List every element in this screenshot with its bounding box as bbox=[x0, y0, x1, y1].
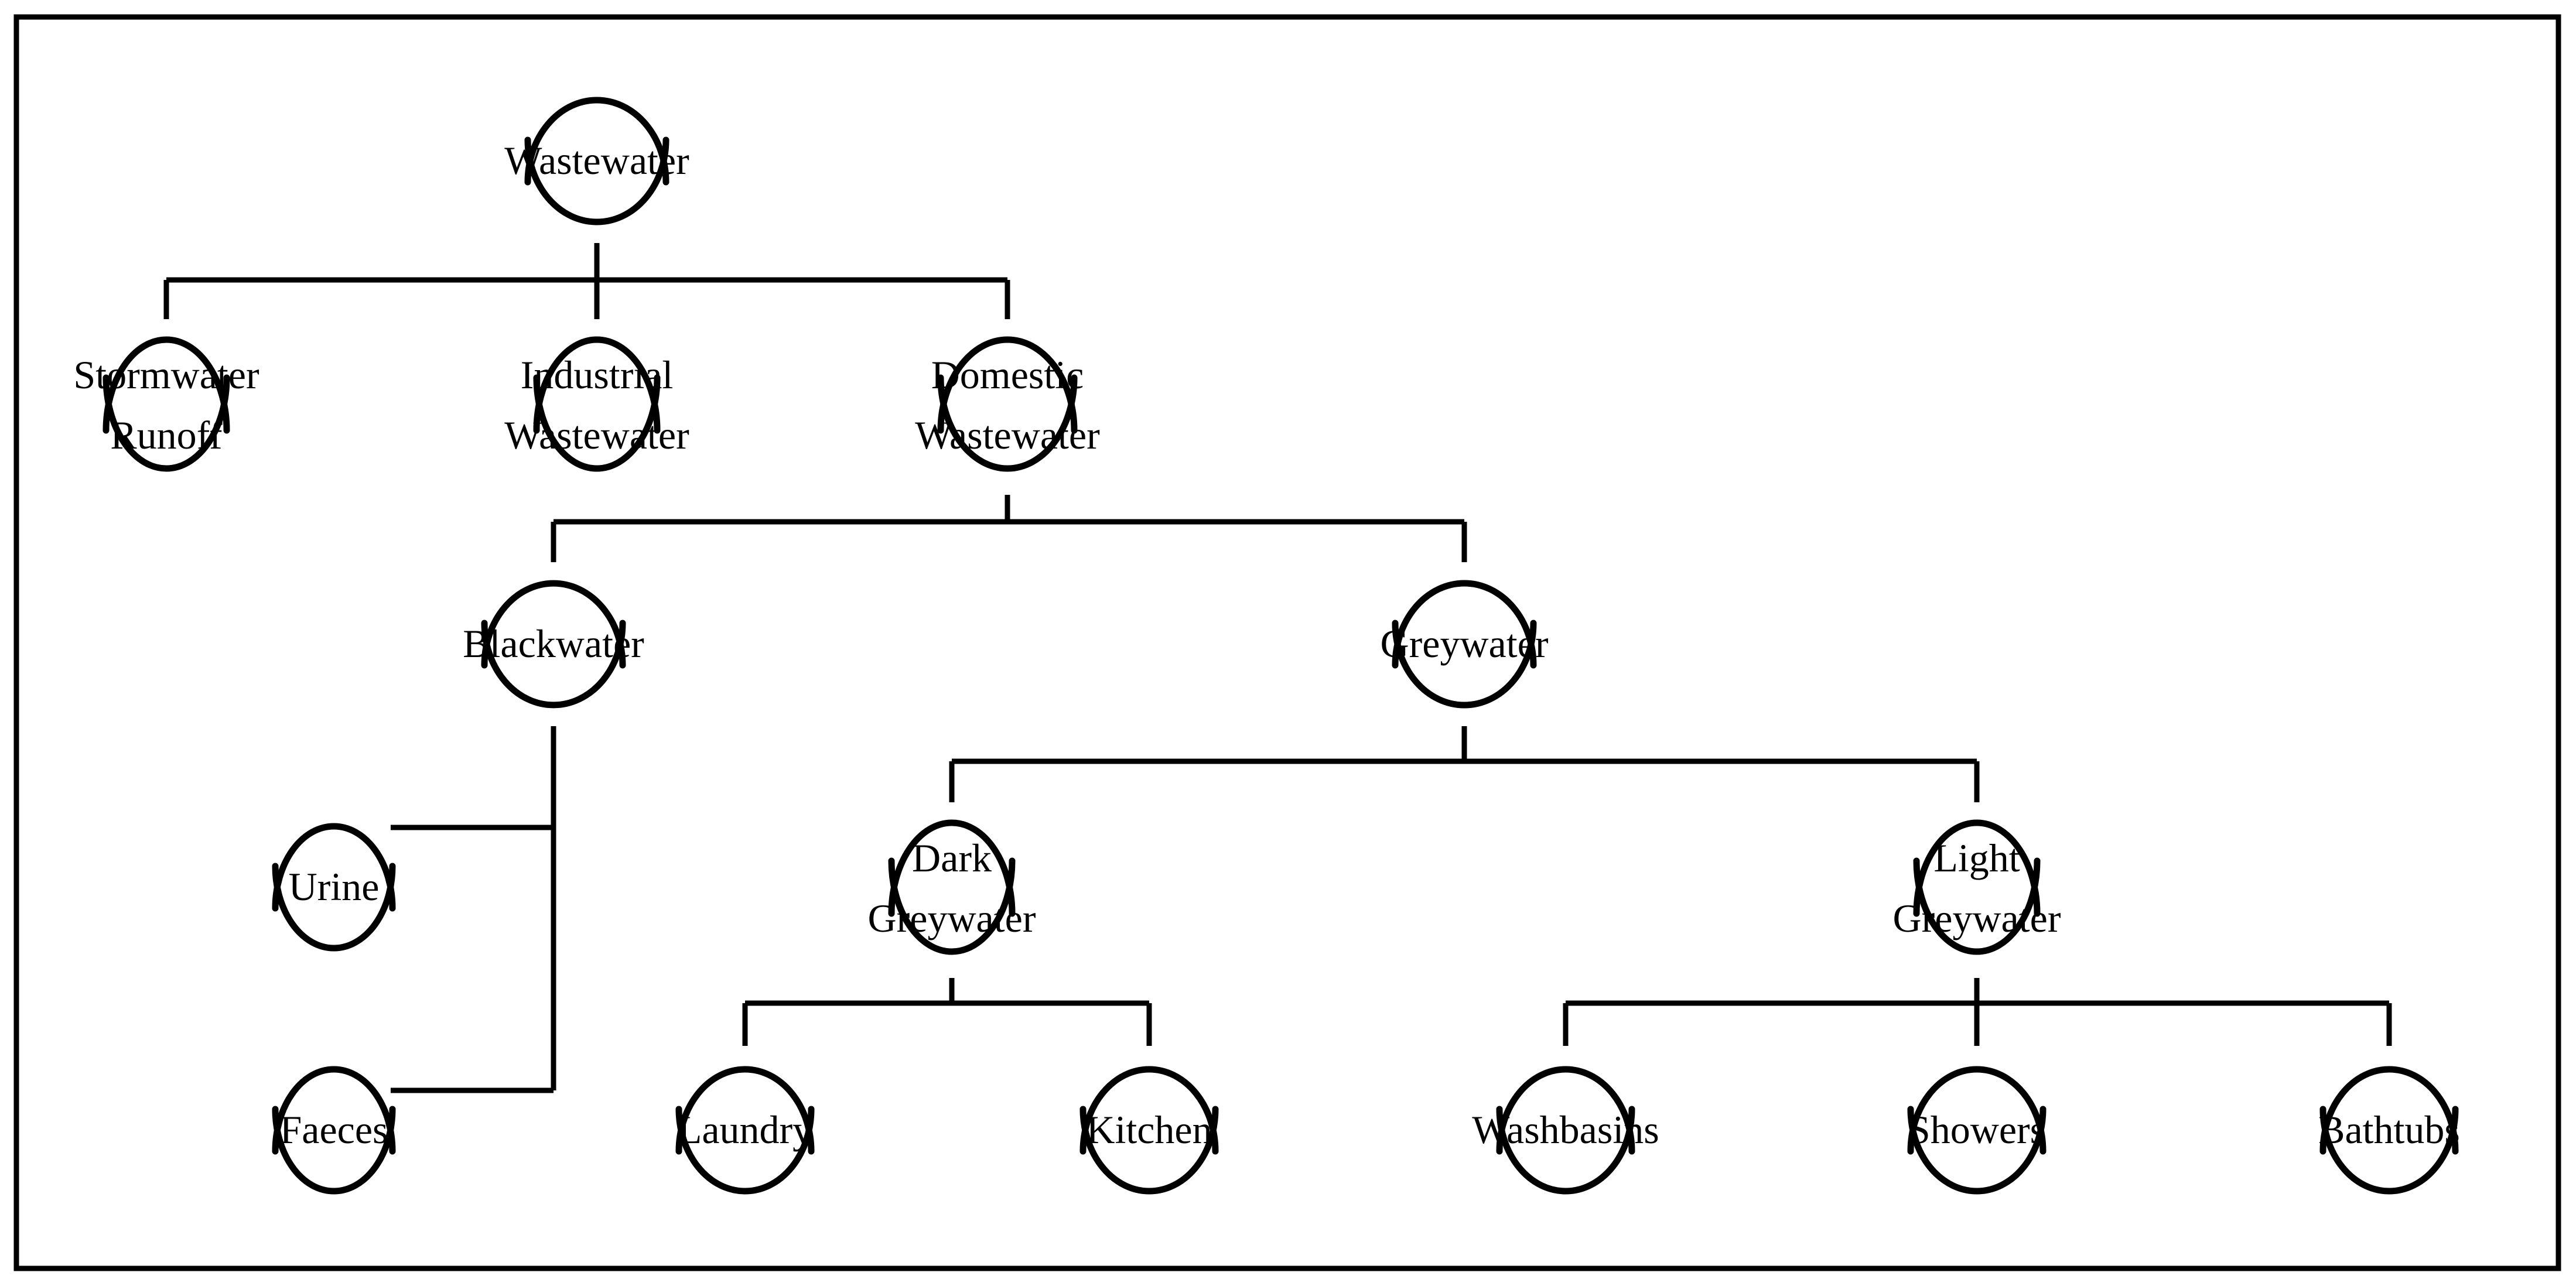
edge-light-greywater-bus bbox=[1563, 978, 2392, 1046]
node-label-showers: Showers bbox=[1908, 1107, 2045, 1152]
node-stormwater-runoff[interactable]: Stormwater Runoff bbox=[73, 336, 259, 472]
node-label-washbasins: Washbasins bbox=[1472, 1107, 1659, 1152]
node-blackwater[interactable]: Blackwater bbox=[463, 580, 644, 709]
edge-wastewater-bus bbox=[163, 243, 1010, 319]
edge-dark-greywater-bus bbox=[742, 978, 1152, 1046]
node-label-kitchen: Kitchen bbox=[1086, 1107, 1212, 1152]
node-kitchen[interactable]: Kitchen bbox=[1079, 1066, 1219, 1195]
node-top-arc bbox=[1907, 1066, 2047, 1155]
node-label-laundry: Laundry bbox=[678, 1107, 812, 1152]
node-bottom-arc bbox=[272, 863, 396, 952]
diagram-frame bbox=[13, 14, 2561, 1271]
node-bottom-arc bbox=[103, 374, 230, 472]
node-bottom-arc bbox=[937, 374, 1078, 472]
node-top-arc bbox=[524, 97, 669, 186]
node-label-light-greywater-line2: Greywater bbox=[1893, 896, 2061, 940]
node-top-arc bbox=[1079, 1066, 1219, 1155]
node-washbasins[interactable]: Washbasins bbox=[1472, 1066, 1659, 1195]
node-label-blackwater: Blackwater bbox=[463, 621, 644, 666]
node-top-arc bbox=[272, 1066, 396, 1155]
node-bottom-arc bbox=[533, 374, 661, 472]
node-label-domestic-line1: Domestic bbox=[931, 353, 1084, 397]
node-label-industrial-line2: Wastewater bbox=[504, 413, 689, 457]
node-top-arc bbox=[1392, 580, 1537, 669]
node-bottom-arc bbox=[1392, 620, 1537, 709]
node-laundry[interactable]: Laundry bbox=[675, 1066, 815, 1195]
node-bathtubs[interactable]: Bathtubs bbox=[2318, 1066, 2460, 1195]
node-showers[interactable]: Showers bbox=[1907, 1066, 2047, 1195]
node-faeces[interactable]: Faeces bbox=[272, 1066, 396, 1195]
node-bottom-arc bbox=[888, 857, 1016, 955]
node-label-greywater: Greywater bbox=[1381, 621, 1549, 666]
node-dark-greywater[interactable]: Dark Greywater bbox=[868, 819, 1036, 955]
node-label-domestic-line2: Wastewater bbox=[915, 413, 1100, 457]
node-label-dark-greywater-line1: Dark bbox=[912, 836, 992, 880]
node-bottom-arc bbox=[1913, 857, 2041, 955]
node-top-arc bbox=[533, 336, 661, 434]
node-top-arc bbox=[675, 1066, 815, 1155]
node-top-arc bbox=[937, 336, 1078, 434]
node-label-light-greywater-line1: Light bbox=[1933, 836, 2020, 880]
node-top-arc bbox=[272, 823, 396, 912]
node-top-arc bbox=[888, 819, 1016, 917]
edge-greywater-bus bbox=[949, 726, 1980, 802]
node-label-urine: Urine bbox=[289, 864, 380, 909]
edge-layer bbox=[163, 243, 2392, 1093]
node-top-arc bbox=[103, 336, 230, 434]
node-urine[interactable]: Urine bbox=[272, 823, 396, 952]
node-bottom-arc bbox=[1907, 1106, 2047, 1195]
node-top-arc bbox=[481, 580, 626, 669]
node-top-arc bbox=[1913, 819, 2041, 917]
node-bottom-arc bbox=[524, 136, 669, 225]
edge-blackwater-urine-faeces bbox=[391, 726, 556, 1093]
node-domestic-wastewater[interactable]: Domestic Wastewater bbox=[915, 336, 1100, 472]
node-bottom-arc bbox=[675, 1106, 815, 1195]
node-bottom-arc bbox=[1079, 1106, 1219, 1195]
node-label-dark-greywater-line2: Greywater bbox=[868, 896, 1036, 940]
node-bottom-arc bbox=[1496, 1106, 1635, 1195]
node-bottom-arc bbox=[481, 620, 626, 709]
node-top-arc bbox=[2319, 1066, 2459, 1155]
node-label-industrial-line1: Industrial bbox=[521, 353, 674, 397]
node-label-wastewater: Wastewater bbox=[504, 138, 689, 183]
node-bottom-arc bbox=[2319, 1106, 2459, 1195]
node-light-greywater[interactable]: Light Greywater bbox=[1893, 819, 2061, 955]
node-top-arc bbox=[1496, 1066, 1635, 1155]
node-bottom-arc bbox=[272, 1106, 396, 1195]
node-label-faeces: Faeces bbox=[279, 1107, 388, 1152]
node-wastewater[interactable]: Wastewater bbox=[504, 97, 689, 225]
node-label-bathtubs: Bathtubs bbox=[2318, 1107, 2460, 1152]
edge-domestic-bus bbox=[551, 495, 1467, 562]
node-label-stormwater-line2: Runoff bbox=[110, 413, 223, 457]
node-industrial-wastewater[interactable]: Industrial Wastewater bbox=[504, 336, 689, 472]
node-greywater[interactable]: Greywater bbox=[1381, 580, 1549, 709]
node-label-stormwater-line1: Stormwater bbox=[73, 353, 259, 397]
